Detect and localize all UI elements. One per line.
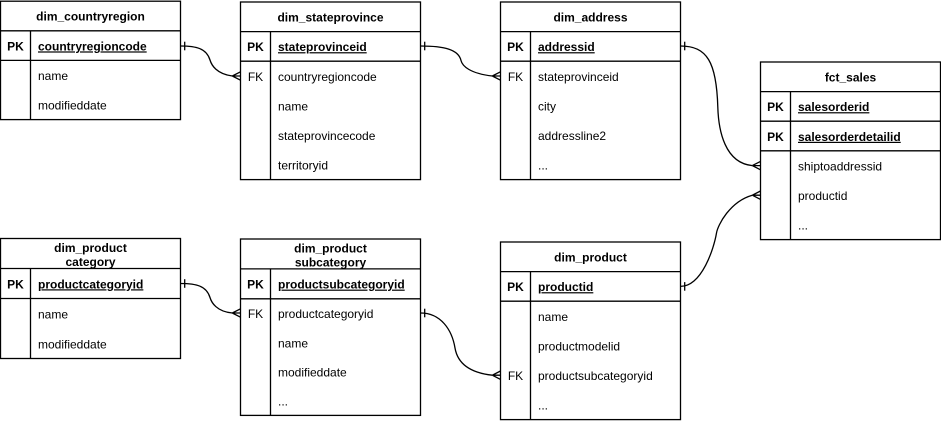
svg-text:FK: FK — [508, 70, 523, 84]
svg-text:countryregioncode: countryregioncode — [278, 70, 377, 84]
svg-text:modifieddate: modifieddate — [278, 366, 347, 380]
svg-text:modifieddate: modifieddate — [38, 99, 107, 113]
svg-text:shiptoaddressid: shiptoaddressid — [798, 159, 882, 173]
svg-text:productcategoryid: productcategoryid — [278, 307, 373, 321]
svg-text:PK: PK — [247, 278, 264, 292]
svg-text:dim_product: dim_product — [54, 241, 127, 255]
svg-text:stateprovincecode: stateprovincecode — [278, 129, 376, 143]
svg-text:city: city — [538, 99, 556, 113]
svg-text:salesorderid: salesorderid — [798, 100, 869, 114]
svg-text:dim_stateprovince: dim_stateprovince — [277, 10, 383, 24]
svg-text:...: ... — [538, 399, 548, 413]
svg-text:territoryid: territoryid — [278, 159, 328, 173]
svg-text:salesorderdetailid: salesorderdetailid — [798, 130, 901, 144]
svg-text:productsubcategoryid: productsubcategoryid — [538, 369, 653, 383]
svg-text:FK: FK — [508, 369, 523, 383]
svg-text:productid: productid — [538, 280, 593, 294]
svg-text:modifieddate: modifieddate — [38, 337, 107, 351]
svg-text:fct_sales: fct_sales — [825, 70, 877, 84]
svg-text:dim_address: dim_address — [553, 10, 627, 24]
svg-text:name: name — [278, 99, 308, 113]
svg-text:productsubcategoryid: productsubcategoryid — [278, 278, 405, 292]
svg-text:dim_product: dim_product — [554, 250, 627, 264]
svg-text:addressline2: addressline2 — [538, 129, 606, 143]
svg-text:dim_countryregion: dim_countryregion — [36, 10, 145, 24]
svg-text:PK: PK — [507, 280, 524, 294]
svg-text:PK: PK — [767, 100, 784, 114]
svg-text:...: ... — [538, 159, 548, 173]
svg-text:subcategory: subcategory — [295, 255, 367, 269]
svg-text:name: name — [38, 307, 68, 321]
svg-text:PK: PK — [7, 39, 24, 53]
svg-text:FK: FK — [248, 70, 263, 84]
svg-text:PK: PK — [7, 277, 24, 291]
svg-text:category: category — [65, 255, 115, 269]
svg-text:PK: PK — [247, 40, 264, 54]
svg-text:name: name — [278, 336, 308, 350]
svg-text:productcategoryid: productcategoryid — [38, 277, 143, 291]
svg-text:stateprovinceid: stateprovinceid — [278, 40, 367, 54]
svg-text:...: ... — [798, 219, 808, 233]
svg-text:PK: PK — [767, 130, 784, 144]
svg-text:stateprovinceid: stateprovinceid — [538, 70, 619, 84]
svg-text:countryregioncode: countryregioncode — [38, 39, 147, 53]
svg-text:name: name — [538, 310, 568, 324]
svg-text:...: ... — [278, 395, 288, 409]
svg-text:name: name — [38, 69, 68, 83]
svg-text:FK: FK — [248, 307, 263, 321]
svg-text:addressid: addressid — [538, 40, 595, 54]
svg-text:productmodelid: productmodelid — [538, 339, 620, 353]
svg-text:productid: productid — [798, 189, 847, 203]
svg-text:dim_product: dim_product — [294, 242, 367, 256]
svg-text:PK: PK — [507, 40, 524, 54]
